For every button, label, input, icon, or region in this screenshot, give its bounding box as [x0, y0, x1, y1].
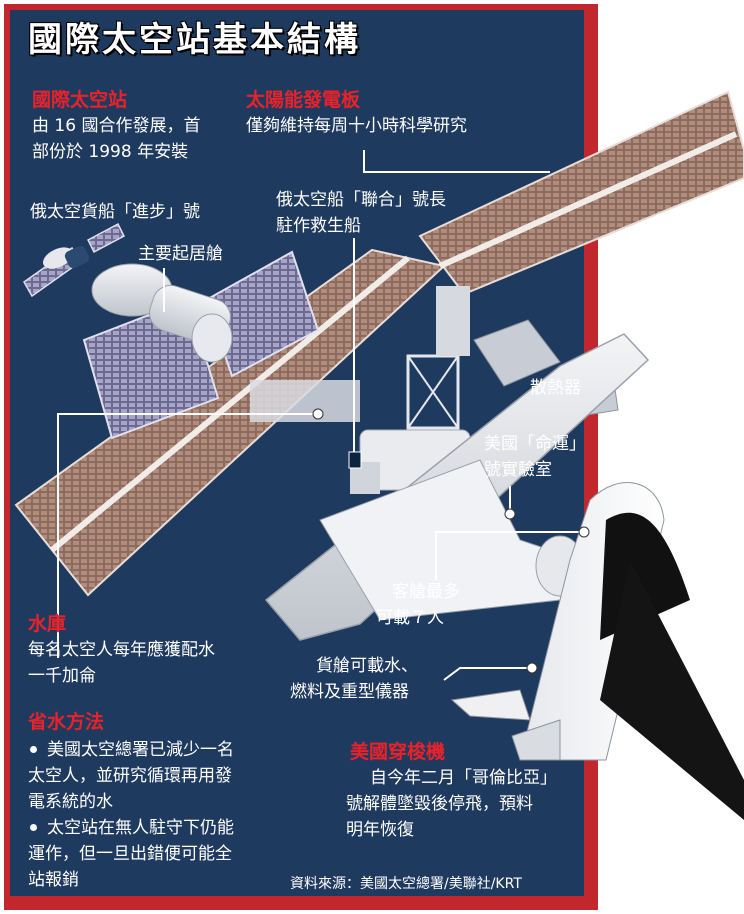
habitat-label: 主要起居艙: [138, 244, 223, 264]
shuttle-desc-line3: 明年恢復: [346, 820, 414, 840]
iss-desc-line2: 部份於 1998 年安裝: [32, 142, 189, 162]
source-credit: 資料來源：美國太空總署/美聯社/KRT: [290, 876, 522, 892]
cargo-label-line1: 貨艙可載水、: [316, 656, 418, 676]
leader-endpoints: [312, 408, 590, 674]
iss-desc-line1: 由 16 國合作發展，首: [32, 116, 201, 136]
saving-point-2-line2: 運作，但一旦出錯便可能全: [28, 844, 232, 864]
shuttle-desc-line2: 號解體墜毀後停飛，預料: [346, 794, 533, 814]
cargo-label-line2: 燃料及重型儀器: [290, 682, 409, 702]
main-habitat-module: [91, 263, 233, 363]
leader-lines: [57, 150, 584, 681]
saving-point-2-line3: 站報銷: [28, 870, 79, 890]
solar-heading: 太陽能發電板: [246, 89, 361, 111]
progress-cargo-ship: [43, 245, 90, 269]
destiny-label-line1: 美國「命運」: [484, 434, 586, 454]
soyuz-label-line1: 俄太空船「聯合」號長: [276, 190, 446, 210]
iss-heading: 國際太空站: [32, 89, 128, 111]
destiny-label-line2: 號實驗室: [484, 460, 552, 480]
soyuz-ship: [348, 451, 362, 469]
soyuz-label-line2: 駐作救生船: [276, 216, 361, 236]
shuttle-heading: 美國穿梭機: [350, 741, 446, 763]
saving-point-1-line1: 美國太空總署已減少一名: [24, 738, 234, 762]
water-desc-line1: 每名太空人每年應獲配水: [28, 640, 215, 660]
radiator-label: 散熱器: [530, 378, 581, 398]
cabin-label-line2: 可載７人: [376, 608, 444, 628]
destiny-lab-module: [264, 333, 650, 641]
progress-label: 俄太空貨船「進步」號: [30, 202, 200, 222]
shuttle-desc-line1: 自今年二月「哥倫比亞」: [370, 768, 557, 788]
space-shuttle: [450, 482, 744, 820]
saving-point-1-line2: 太空人，並研究循環再用發: [28, 766, 232, 786]
water-heading: 水庫: [28, 613, 67, 635]
cabin-label-line1: 客艙最多: [392, 582, 460, 602]
saving-point-1-line3: 電系統的水: [28, 792, 113, 812]
water-desc-line2: 一千加侖: [28, 666, 96, 686]
saving-point-2-line1: 太空站在無人駐守下仍能: [24, 816, 234, 840]
upper-solar-array: [418, 90, 744, 296]
page-title: 國際太空站基本結構: [28, 20, 361, 60]
water-saving-heading: 省水方法: [28, 711, 105, 733]
solar-desc: 僅夠維持每周十小時科學研究: [246, 116, 467, 136]
